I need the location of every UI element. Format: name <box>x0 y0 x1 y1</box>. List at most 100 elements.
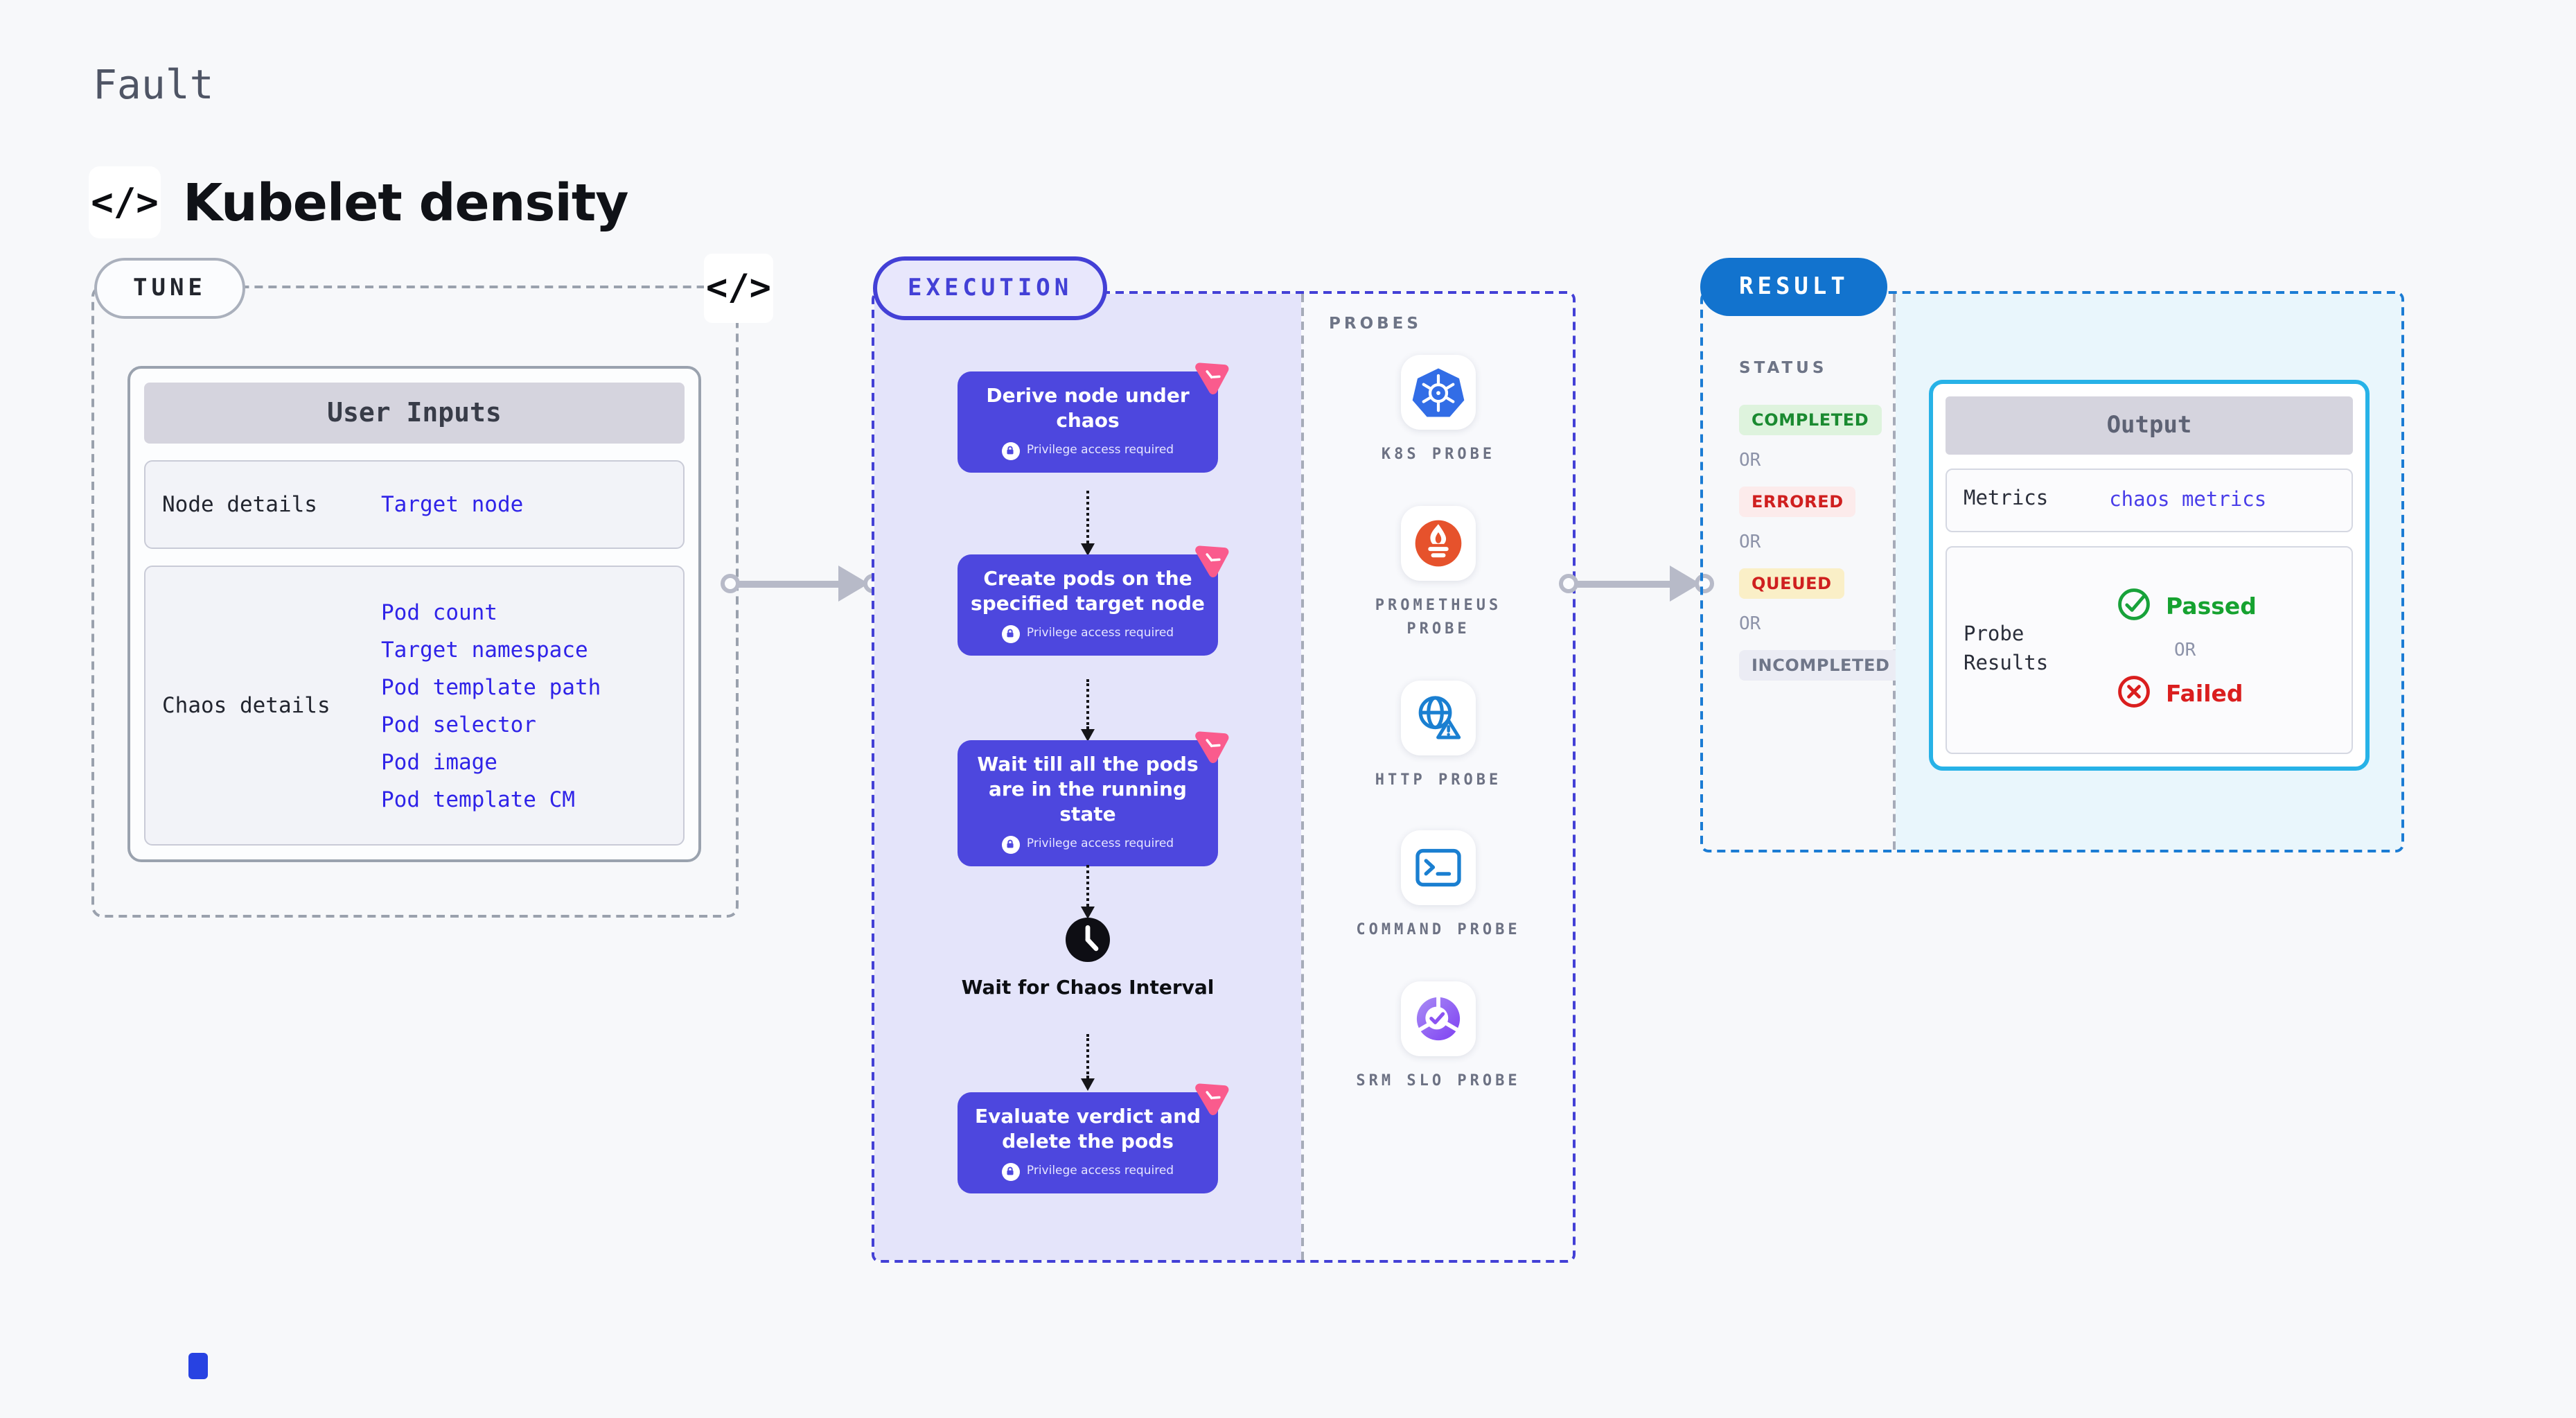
lock-icon <box>1001 1162 1020 1181</box>
status-panel: STATUS COMPLETED OR ERRORED OR QUEUED OR… <box>1703 294 1903 850</box>
probe-item-command: COMMAND PROBE <box>1356 830 1521 943</box>
metrics-label: Metrics <box>1964 488 2049 511</box>
execution-pill: EXECUTION <box>873 256 1108 320</box>
lock-icon <box>1001 624 1020 643</box>
status-badge-completed: COMPLETED <box>1739 405 1882 435</box>
chaos-logo-icon <box>1190 1074 1237 1121</box>
row-label: Node details <box>162 492 317 517</box>
page-title-row: </> Kubelet density <box>89 166 628 238</box>
check-circle-icon <box>2116 586 2152 627</box>
tune-section-box <box>91 286 739 918</box>
or-separator: OR <box>1739 532 1761 553</box>
chaos-metrics-link[interactable]: chaos metrics <box>2109 489 2267 511</box>
table-row: Node details Target node <box>144 460 685 549</box>
row-label: Chaos details <box>162 693 330 718</box>
privilege-text: Privilege access required <box>1026 1164 1174 1179</box>
probe-list: K8S PROBE PROMETHEUS PROBE HTTP PROBE <box>1315 355 1562 1093</box>
status-badge-queued: QUEUED <box>1739 568 1844 599</box>
kubernetes-icon <box>1400 355 1476 430</box>
step-title: Create pods on the specified target node <box>971 568 1205 615</box>
tune-pill: TUNE <box>94 258 245 319</box>
step-card-evaluate-verdict: Evaluate verdict and delete the pods Pri… <box>958 1083 1229 1193</box>
code-icon: </> <box>704 254 773 323</box>
flow-connector <box>1081 1034 1095 1091</box>
privilege-badge: Privilege access required <box>969 835 1207 854</box>
lock-icon <box>1001 441 1020 460</box>
chaos-logo-icon <box>1190 353 1237 400</box>
input-link[interactable]: Pod template CM <box>381 787 575 812</box>
result-pill: RESULT <box>1700 258 1888 316</box>
probe-item-prometheus: PROMETHEUS PROBE <box>1348 505 1528 641</box>
output-header: Output <box>1946 396 2353 455</box>
terminal-icon <box>1401 830 1476 906</box>
input-link[interactable]: Pod count <box>381 599 497 624</box>
probe-item-srm-slo: SRM SLO PROBE <box>1356 981 1520 1093</box>
privilege-text: Privilege access required <box>1026 837 1174 852</box>
step-title: Wait till all the pods are in the runnin… <box>977 754 1199 826</box>
privilege-text: Privilege access required <box>1026 444 1174 458</box>
flow-arrow-tune-to-execution <box>721 559 883 609</box>
privilege-badge: Privilege access required <box>969 441 1207 460</box>
status-badge-incompleted: INCOMPLETED <box>1739 650 1903 681</box>
step-card-create-pods: Create pods on the specified target node… <box>958 545 1229 656</box>
status-label: STATUS <box>1739 358 1828 377</box>
privilege-badge: Privilege access required <box>969 624 1207 643</box>
input-link[interactable]: Pod selector <box>381 712 536 737</box>
or-separator: OR <box>1739 614 1761 635</box>
wait-interval-label: Wait for Chaos Interval <box>961 977 1215 999</box>
fault-eyebrow: Fault <box>93 61 214 108</box>
privilege-text: Privilege access required <box>1026 627 1174 641</box>
flow-connector <box>1081 865 1095 919</box>
metrics-row: Metrics chaos metrics <box>1946 469 2353 532</box>
passed-label: Passed <box>2166 593 2257 620</box>
x-circle-icon <box>2116 673 2152 715</box>
probe-results-row: Probe Results Passed OR <box>1946 546 2353 754</box>
probes-panel: PROBES K8S PROBE PROMETHEUS PROBE <box>1301 294 1573 1260</box>
failed-label: Failed <box>2166 681 2243 707</box>
probe-item-http: HTTP PROBE <box>1375 680 1502 792</box>
step-title: Evaluate verdict and delete the pods <box>974 1106 1201 1153</box>
input-link[interactable]: Pod template path <box>381 674 601 699</box>
execution-section-box: Derive node under chaos Privilege access… <box>872 291 1576 1263</box>
probe-item-k8s: K8S PROBE <box>1382 355 1495 466</box>
verdict-passed: Passed <box>2116 586 2257 627</box>
output-box: Output Metrics chaos metrics Probe Resul… <box>1929 380 2370 771</box>
flow-connector <box>1081 679 1095 742</box>
probe-label: SRM SLO PROBE <box>1356 1071 1521 1089</box>
privilege-badge: Privilege access required <box>969 1162 1207 1181</box>
result-output-panel: Output Metrics chaos metrics Probe Resul… <box>1896 294 2401 850</box>
lock-icon <box>1001 835 1020 854</box>
input-link[interactable]: Pod image <box>381 749 497 774</box>
prometheus-icon <box>1401 505 1476 581</box>
chaos-logo-icon <box>1190 721 1237 769</box>
or-separator: OR <box>1739 450 1761 471</box>
execution-flow-panel: Derive node under chaos Privilege access… <box>874 294 1301 1260</box>
clock-icon <box>1063 915 1113 965</box>
chaos-logo-icon <box>1190 536 1237 583</box>
probe-label: PROMETHEUS PROBE <box>1375 595 1502 638</box>
table-row: Chaos details Pod count Target namespace… <box>144 566 685 846</box>
status-badge-errored: ERRORED <box>1739 487 1856 517</box>
step-title: Derive node under chaos <box>986 385 1190 432</box>
step-card-derive-node: Derive node under chaos Privilege access… <box>958 362 1229 473</box>
slo-donut-icon <box>1401 981 1476 1056</box>
user-inputs-header: User Inputs <box>144 383 685 444</box>
flow-arrow-execution-to-result <box>1559 559 1714 609</box>
probes-label: PROBES <box>1329 313 1422 333</box>
http-globe-icon <box>1400 680 1476 755</box>
result-section-box: STATUS COMPLETED OR ERRORED OR QUEUED OR… <box>1700 291 2404 852</box>
probe-label: K8S PROBE <box>1381 445 1496 463</box>
user-inputs-table: User Inputs Node details Target node Cha… <box>127 366 701 862</box>
probe-results-label: Probe Results <box>1964 623 2049 675</box>
verdict-failed: Failed <box>2116 673 2243 715</box>
input-link[interactable]: Target namespace <box>381 637 588 662</box>
probe-label: HTTP PROBE <box>1375 770 1502 789</box>
code-icon: </> <box>89 166 161 238</box>
flow-connector <box>1081 491 1095 556</box>
step-card-wait-pods-running: Wait till all the pods are in the runnin… <box>958 731 1229 866</box>
input-link[interactable]: Target node <box>381 492 524 517</box>
partial-blue-element <box>188 1353 208 1379</box>
probe-label: COMMAND PROBE <box>1356 920 1521 939</box>
or-separator: OR <box>2174 640 2196 660</box>
